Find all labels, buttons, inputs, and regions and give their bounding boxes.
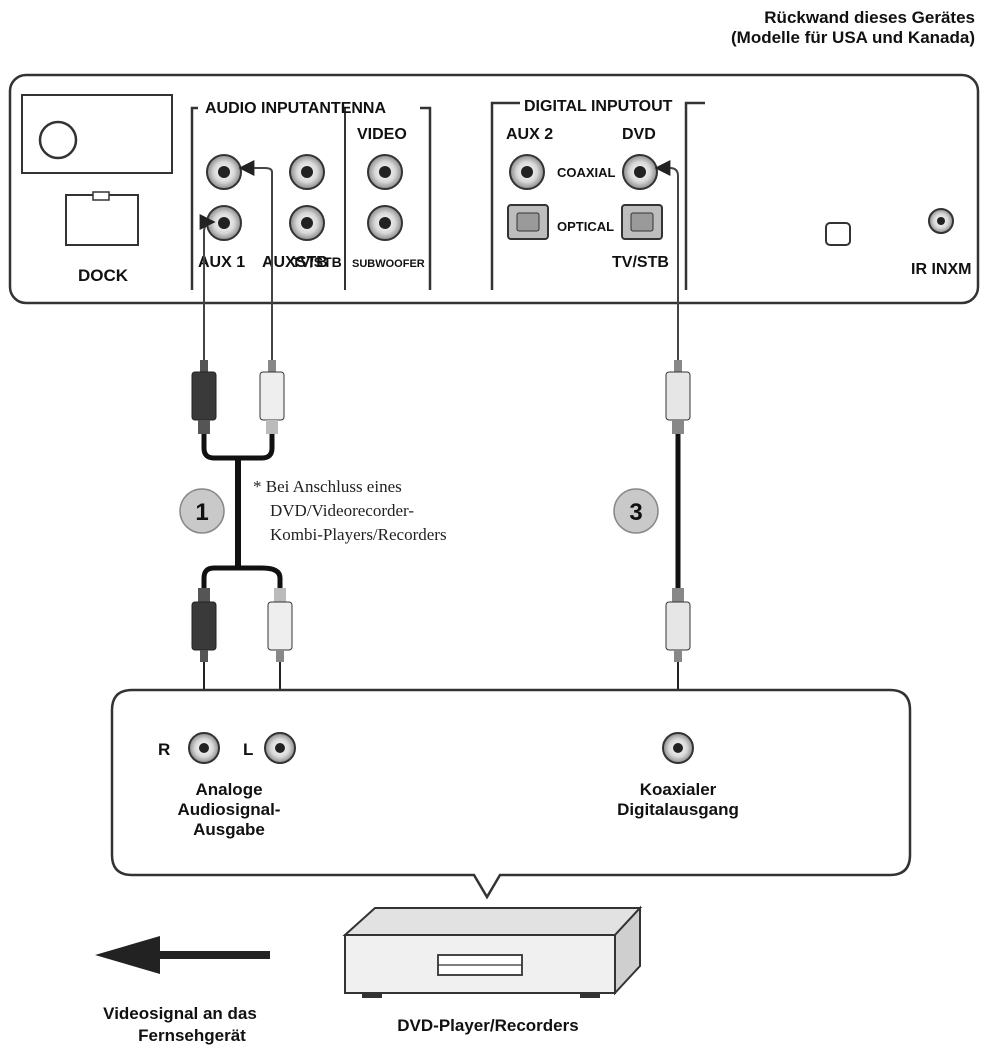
device-r-jack[interactable] (188, 732, 220, 764)
r-label: R (158, 740, 170, 759)
video-jack[interactable] (367, 154, 403, 190)
step-3-badge (613, 488, 659, 534)
rear-panel (8, 73, 980, 305)
video-signal-line-2: Fernsehgerät (138, 1026, 246, 1045)
cable1-r-lead (199, 214, 216, 365)
dock-connector (65, 194, 139, 246)
video-label: VIDEO (357, 126, 407, 143)
device-coax-jack[interactable] (662, 732, 694, 764)
dock-round-icon (38, 120, 78, 160)
aux2-label: AUX 2 (506, 126, 553, 143)
subwoofer-label: SUBWOOFER (352, 258, 425, 270)
header-line-2: (Modelle für USA und Kanada) (731, 28, 975, 47)
coaxial-label: COAXIAL (557, 165, 616, 180)
optical-tvstb-port[interactable] (621, 204, 663, 240)
footnote-line-3: Kombi-Players/Recorders (270, 525, 447, 544)
footnote-line-1: * Bei Anschluss eines (253, 477, 402, 496)
device-callout (110, 688, 912, 900)
ir-label: IR INXM (911, 261, 971, 278)
optical-label: OPTICAL (557, 219, 614, 234)
cable3-lead (654, 160, 679, 365)
device-l-jack[interactable] (264, 732, 296, 764)
cable1-top-plug-red (191, 360, 217, 434)
dvd-coax-jack[interactable] (622, 154, 658, 190)
dock-connector-notch (92, 191, 110, 201)
coax-line-2: Digitalausgang (617, 800, 739, 819)
cable1-bottom-plug-red (191, 588, 217, 662)
dock-label: DOCK (78, 266, 129, 285)
header-title: Rückwand dieses Gerätes (Modelle für USA… (731, 8, 975, 48)
video-out-arrow (95, 936, 270, 974)
step-3-number: 3 (629, 499, 642, 526)
ir-jack[interactable] (928, 208, 954, 234)
step-1-badge (179, 488, 225, 534)
dvd-label: DVD (622, 126, 656, 143)
cable1-bottom-plug-white (267, 588, 293, 662)
header-line-1: Rückwand dieses Gerätes (764, 8, 975, 27)
digital-tvstb-label: TV/STB (612, 254, 669, 271)
cable1-l-lead (238, 160, 273, 365)
digital-input-label: DIGITAL INPUTOUT (524, 98, 673, 115)
video-signal-line-1: Videosignal an das (103, 1004, 257, 1023)
cable1-top-plug-white (259, 360, 285, 434)
aux-stb-l-jack[interactable] (289, 205, 325, 241)
step-1-number: 1 (195, 499, 208, 526)
digital-group-bracket-left (490, 101, 520, 290)
l-label: L (243, 740, 253, 759)
audio-group-bracket (190, 106, 198, 290)
aux2-coax-jack[interactable] (509, 154, 545, 190)
analog-line-2: Audiosignal- (178, 800, 281, 819)
dvd-player-icon (342, 905, 643, 998)
cable1-top-yoke (201, 434, 275, 461)
aux-stb-r-jack[interactable] (289, 154, 325, 190)
cable3-bottom-plug (665, 588, 691, 662)
optical-aux2-port[interactable] (507, 204, 549, 240)
cable1-bottom-yoke (201, 565, 283, 590)
coax-line-1: Koaxialer (640, 780, 717, 799)
aux1-r-jack[interactable] (206, 154, 242, 190)
audio-input-label: AUDIO INPUTANTENNA (205, 100, 386, 117)
subwoofer-jack[interactable] (367, 205, 403, 241)
device-label: DVD-Player/Recorders (397, 1016, 578, 1035)
footnote-line-2: DVD/Videorecorder- (270, 501, 414, 520)
video-group-bracket (420, 106, 432, 290)
small-port[interactable] (825, 222, 851, 246)
tvstb-label: TV/STB (292, 254, 342, 270)
cable3-top-plug (665, 360, 691, 434)
digital-group-bracket-right (684, 101, 705, 290)
aux-stb-label: AUXSTB (262, 254, 328, 271)
aux1-label: AUX 1 (198, 254, 245, 271)
analog-line-3: Ausgabe (193, 820, 265, 839)
analog-line-1: Analoge (195, 780, 262, 799)
